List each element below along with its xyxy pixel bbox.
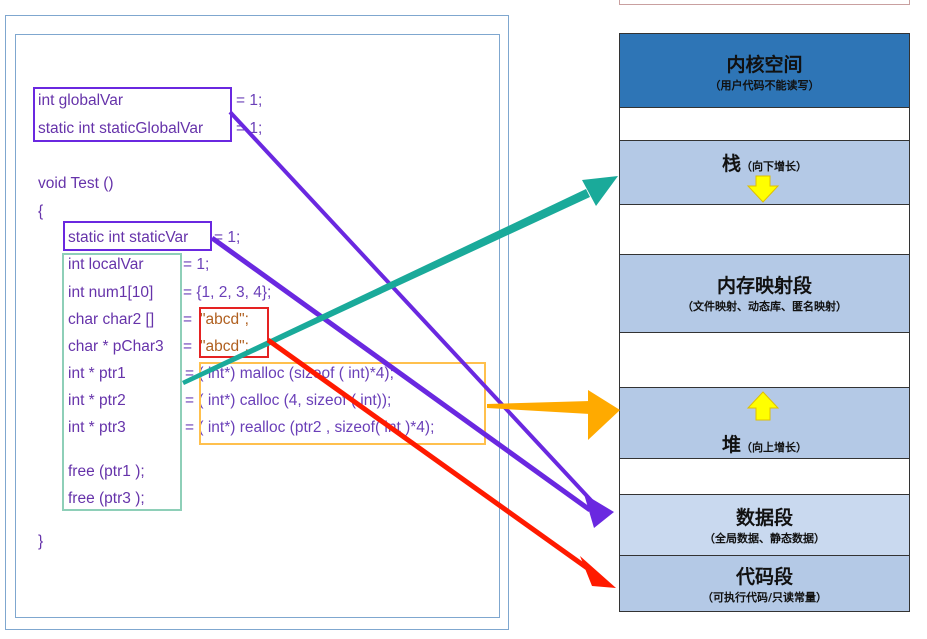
code-title: 代码段 (735, 566, 793, 588)
data-title: 数据段 (735, 507, 793, 529)
code-line-ptr2-init: = ( int*) calloc (4, sizeof ( int)); (185, 392, 391, 410)
data-arrowhead-icon (584, 494, 614, 528)
num-decl: int num1[10] (68, 284, 154, 301)
mmap-subtitle: （文件映射、动态库、匿名映射） (682, 300, 847, 313)
static-global-decl: static int staticGlobalVar (38, 120, 204, 137)
num-init: = {1, 2, 3, 4}; (183, 284, 272, 301)
gap-4 (619, 458, 910, 495)
global-to-data-arrow (228, 110, 602, 512)
code-line-free1: free (ptr1 ); (68, 463, 145, 481)
code-line-static-global-init: = 1; (236, 120, 262, 138)
code-line-char2: char char2 [] (68, 311, 154, 329)
kernel-subtitle: （用户代码不能读写） (709, 79, 820, 92)
pchar-eq: = (183, 338, 193, 355)
stack-title: 栈 (721, 153, 741, 175)
stack-subtitle: （向下增长） (741, 160, 807, 173)
local-init: = 1; (183, 256, 210, 273)
global-decl: int globalVar (38, 92, 124, 109)
stack-growth-arrow-icon (746, 175, 780, 203)
heap-arrowhead-icon (588, 390, 620, 440)
ptr2-decl: int * ptr2 (68, 392, 126, 409)
heap-subtitle: （向上增长） (741, 441, 807, 454)
free-ptr1: free (ptr1 ); (68, 463, 145, 480)
code-line-ptr1: int * ptr1 (68, 365, 126, 383)
code-line-close: } (38, 533, 43, 551)
top-edge-box (619, 0, 910, 5)
code-line-pchar-eq: = (183, 338, 192, 356)
code-line-func: void Test () (38, 175, 114, 193)
code-line-static-local: static int staticVar (68, 229, 188, 247)
code-line-pchar: char * pChar3 (68, 338, 164, 356)
mmap-title: 内存映射段 (716, 275, 812, 297)
ptr3-init: = ( int*) realloc (ptr2 , sizeof( int )*… (185, 419, 435, 436)
char2-eq: = (183, 311, 193, 328)
gap-2 (619, 204, 910, 255)
static-local-box (63, 221, 212, 251)
free-ptr3: free (ptr3 ); (68, 490, 145, 507)
code-line-global: int globalVar (38, 92, 123, 110)
local-to-stack-arrow (182, 189, 590, 385)
code-line-ptr3-init: = ( int*) realloc (ptr2 , sizeof( int )*… (185, 419, 434, 437)
segment-mmap: 内存映射段 （文件映射、动态库、匿名映射） (619, 254, 910, 333)
static-global-init: = 1; (236, 120, 263, 137)
segment-kernel: 内核空间 （用户代码不能读写） (619, 33, 910, 108)
ptr1-decl: int * ptr1 (68, 365, 126, 382)
code-line-pchar-str: "abcd"; (200, 338, 249, 356)
code-panel-outer (5, 15, 509, 630)
func-signature: void Test () (38, 175, 114, 192)
segment-code: 代码段 （可执行代码/只读常量） (619, 555, 910, 612)
code-line-char2-eq: = (183, 311, 192, 329)
code-line-num: int num1[10] (68, 284, 153, 302)
local-decl: int localVar (68, 256, 144, 273)
code-line-ptr2: int * ptr2 (68, 392, 126, 410)
code-line-free3: free (ptr3 ); (68, 490, 145, 508)
string-to-code-arrow (266, 337, 592, 573)
heap-growth-arrow-icon (746, 391, 780, 421)
gap-3 (619, 332, 910, 388)
local-vars-box (62, 253, 182, 511)
global-init: = 1; (236, 92, 263, 109)
code-line-static-local-init: = 1; (214, 229, 240, 247)
stack-arrowhead-icon (582, 176, 618, 206)
char2-decl: char char2 [] (68, 311, 155, 328)
ptr3-decl: int * ptr3 (68, 419, 126, 436)
segment-data: 数据段 （全局数据、静态数据） (619, 494, 910, 556)
static-local-init: = 1; (214, 229, 241, 246)
heap-title: 堆 (721, 434, 741, 456)
code-line-local-init: = 1; (183, 256, 209, 274)
data-subtitle: （全局数据、静态数据） (704, 532, 825, 545)
code-subtitle: （可执行代码/只读常量） (701, 591, 828, 604)
open-brace: { (38, 203, 44, 220)
code-line-char2-str: "abcd"; (200, 311, 249, 329)
heap-alloc-box (199, 362, 486, 445)
static-local-decl: static int staticVar (68, 229, 189, 246)
close-brace: } (38, 533, 44, 550)
char2-string: "abcd"; (200, 311, 249, 328)
code-arrowhead-icon (580, 556, 616, 588)
alloc-to-heap-arrow (487, 401, 590, 414)
code-line-ptr3: int * ptr3 (68, 419, 126, 437)
code-line-local: int localVar (68, 256, 144, 274)
static-to-data-arrow (210, 235, 592, 513)
code-line-static-global: static int staticGlobalVar (38, 120, 203, 138)
code-line-num-init: = {1, 2, 3, 4}; (183, 284, 271, 302)
code-line-global-init: = 1; (236, 92, 262, 110)
kernel-title: 内核空间 (726, 54, 803, 76)
gap-1 (619, 107, 910, 141)
pchar-decl: char * pChar3 (68, 338, 164, 355)
code-panel-inner (15, 34, 500, 618)
code-line-open: { (38, 203, 43, 221)
pchar-string: "abcd"; (200, 338, 249, 355)
ptr2-init: = ( int*) calloc (4, sizeof ( int)); (185, 392, 392, 409)
